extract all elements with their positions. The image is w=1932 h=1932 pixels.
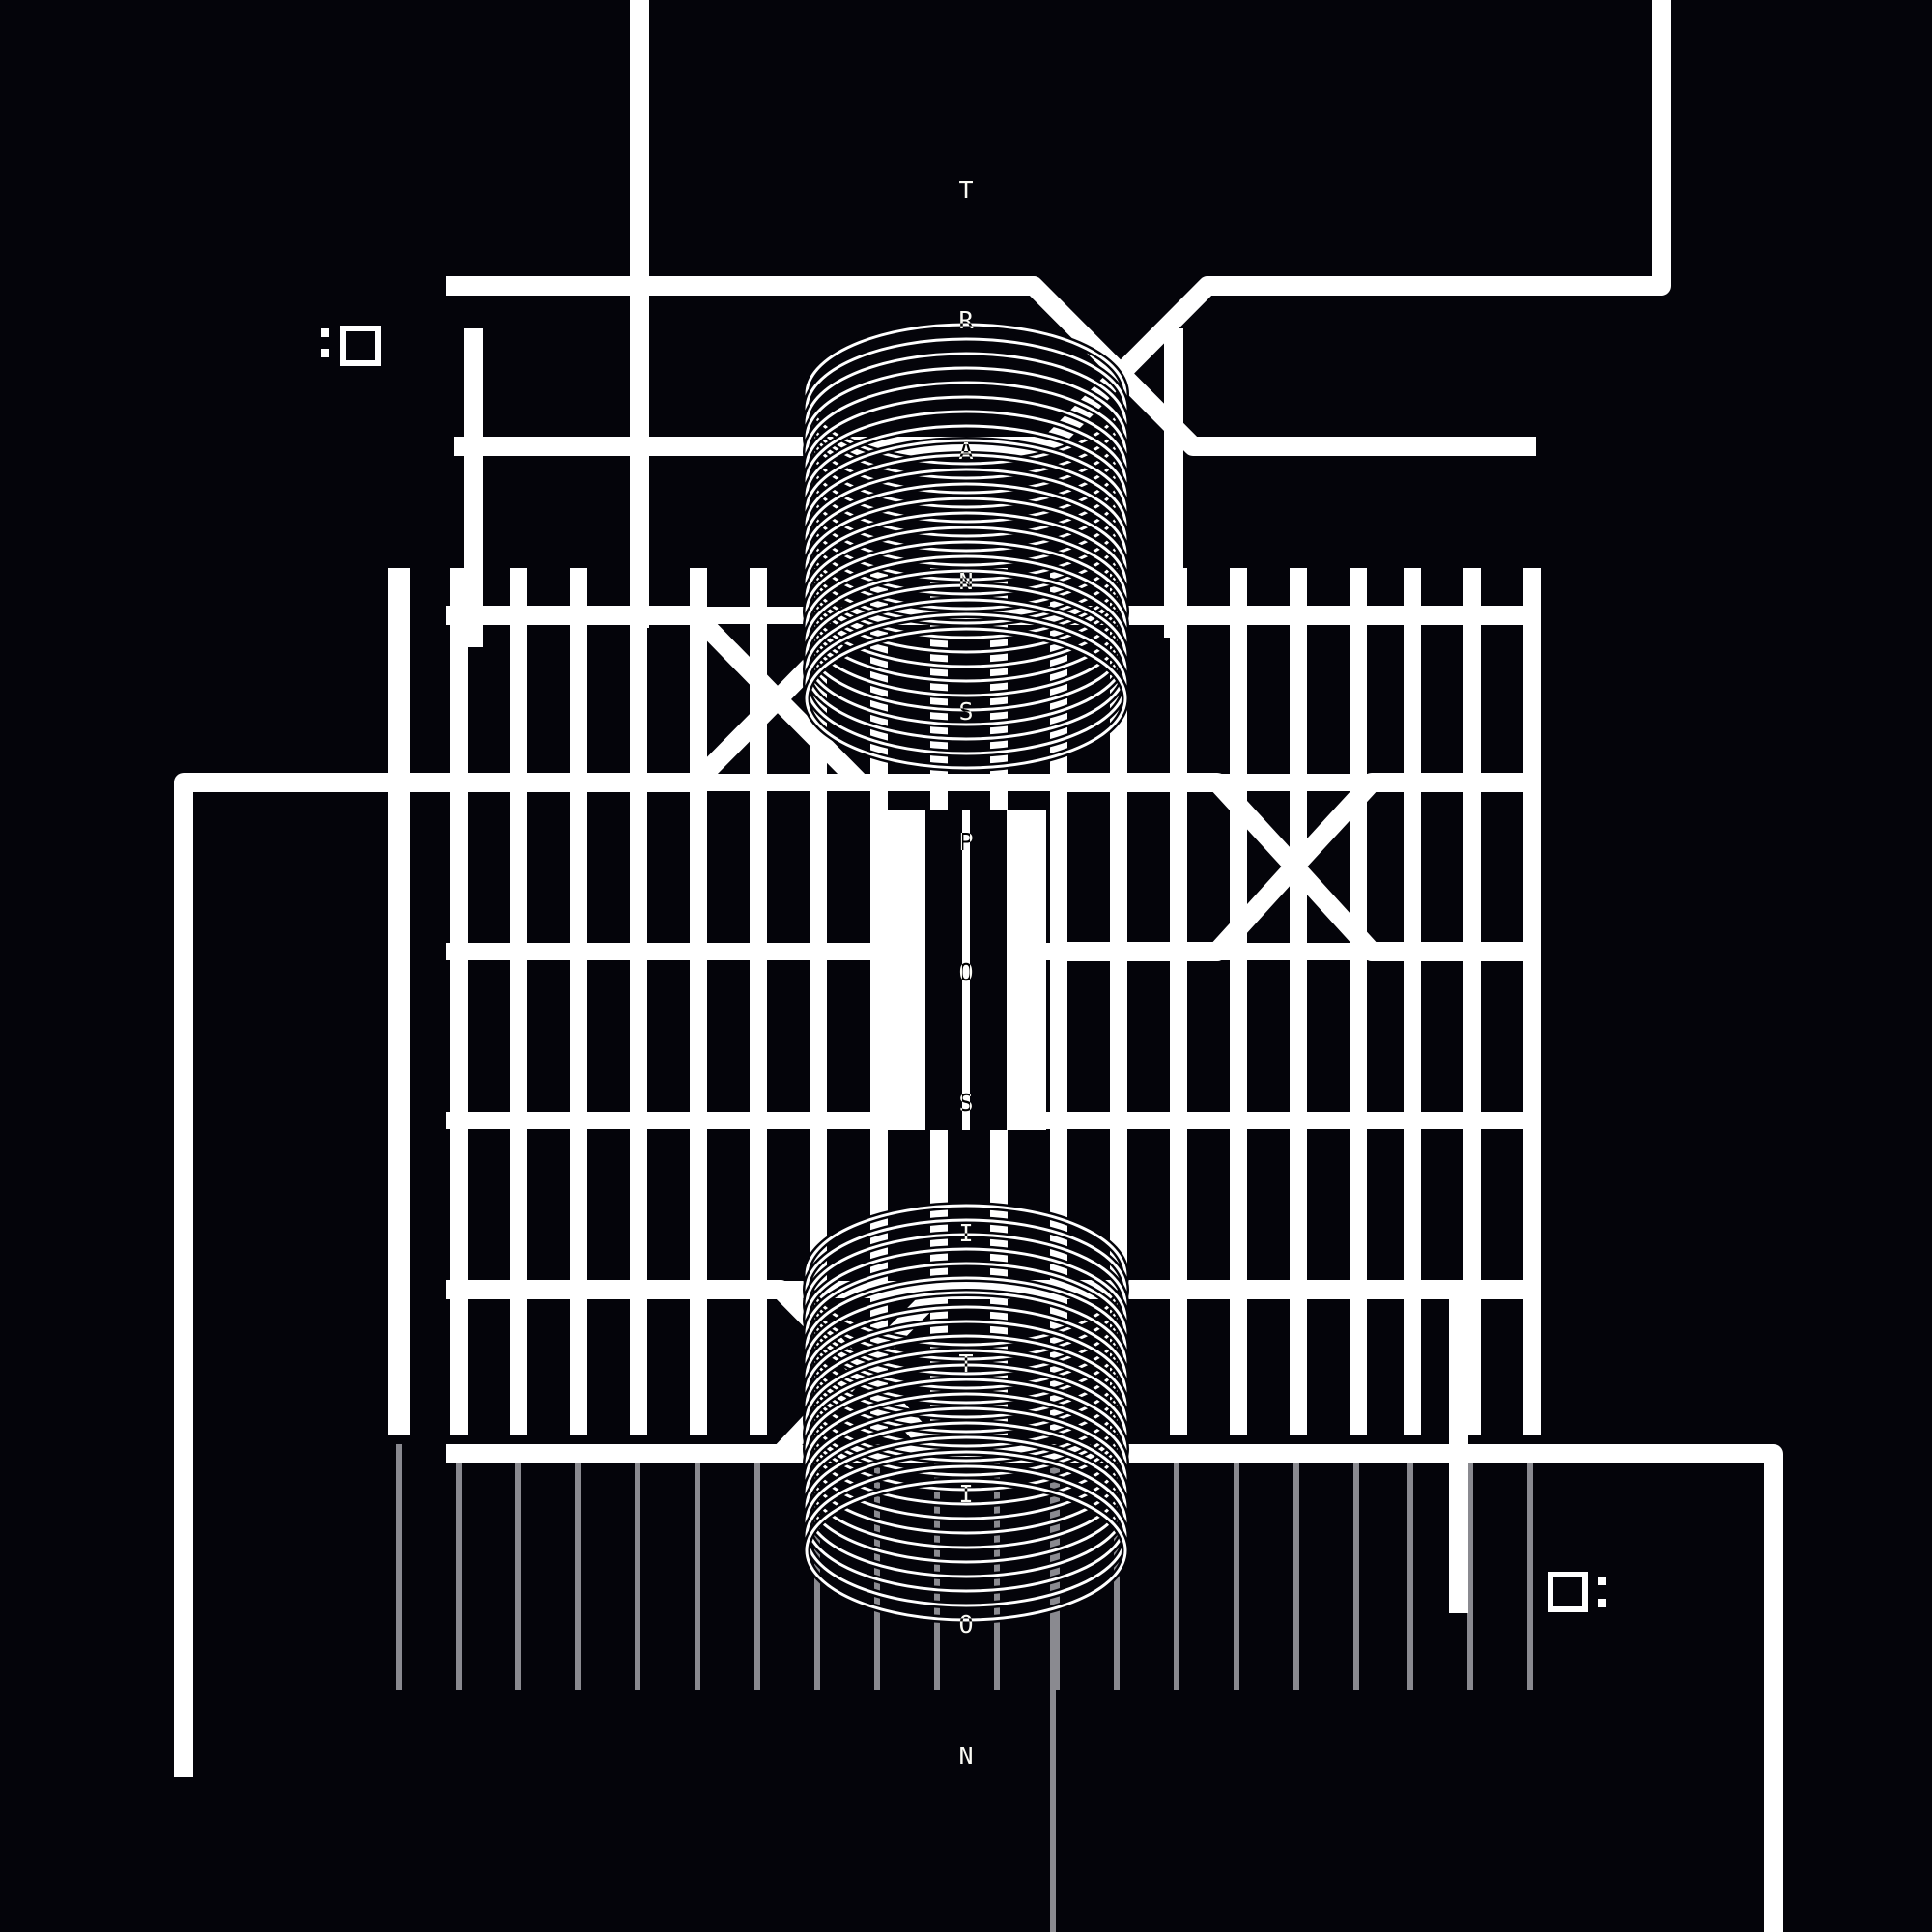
title-letter: T: [958, 176, 974, 204]
grid-bar: [1170, 568, 1187, 1435]
grid-bar: [1350, 568, 1367, 1435]
grid-bar: [570, 568, 587, 1435]
title-letter: S: [958, 1089, 974, 1117]
frame-line: [1063, 773, 1540, 961]
center-gap: [925, 810, 962, 1130]
grid-bar: [1523, 568, 1541, 1435]
title-letter: N: [958, 1742, 974, 1770]
coil-ring: [805, 1479, 1127, 1622]
grid-bar: [450, 568, 468, 1435]
grid-bar: [1404, 568, 1421, 1435]
center-gap: [970, 810, 1007, 1130]
title-letter: A: [958, 437, 974, 465]
dots-square-icon: [319, 326, 386, 369]
grid-bar: [1290, 568, 1307, 1435]
left-bar: [388, 568, 406, 1435]
title-letter: R: [958, 306, 974, 334]
grid-bar: [690, 568, 707, 1435]
title-letter: I: [958, 1480, 974, 1508]
square-dots-icon: [1548, 1572, 1615, 1615]
title-letter: N: [958, 567, 974, 595]
title-letter: T: [958, 1350, 974, 1378]
frame-line: [446, 606, 867, 790]
center-block: [887, 810, 1046, 1130]
title-letter: O: [958, 1610, 974, 1638]
title-letter: P: [958, 828, 974, 856]
grid-bar: [510, 568, 527, 1435]
grid-bar: [446, 774, 1540, 791]
title-letter: S: [958, 697, 974, 725]
title-letter: I: [958, 1219, 974, 1247]
grid-bar: [1230, 568, 1247, 1435]
grid-bar: [630, 568, 647, 1435]
coil-spirals: [803, 321, 1129, 1624]
coil-ring: [805, 627, 1127, 770]
title-letter: O: [958, 958, 974, 986]
